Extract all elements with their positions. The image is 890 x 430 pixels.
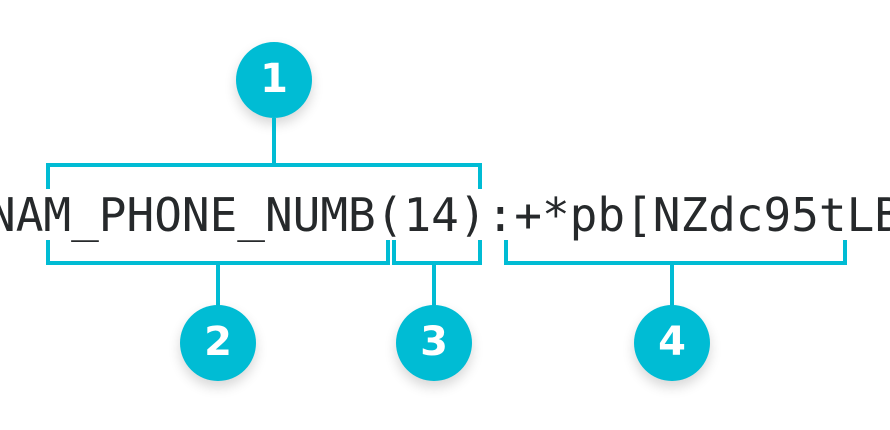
callout-badge-3[interactable]: 3: [396, 305, 472, 381]
callout-badge-1-label: 1: [260, 56, 288, 102]
bracket-4-horizontal: [504, 261, 847, 265]
bracket-3-horizontal: [392, 261, 482, 265]
string-segment-field-name: NAM_PHONE_NUMB: [0, 188, 376, 242]
bracket-2-left-tick: [46, 240, 50, 265]
bracket-4-left-tick: [504, 240, 508, 265]
bracket-2-right-tick: [386, 240, 390, 265]
bracket-1-right-tick: [478, 163, 482, 189]
string-segment-separator: :: [486, 188, 515, 242]
callout-4-stem: [670, 261, 674, 307]
callout-badge-4-label: 4: [658, 319, 686, 365]
bracket-3-right-tick: [478, 240, 482, 265]
callout-3-stem: [432, 261, 436, 307]
bracket-3-left-tick: [392, 240, 396, 265]
callout-badge-3-label: 3: [420, 319, 448, 365]
callout-badge-2[interactable]: 2: [180, 305, 256, 381]
string-segment-length: (14): [375, 188, 487, 242]
bracket-4-right-tick: [843, 240, 847, 265]
bracket-1-horizontal: [46, 163, 482, 167]
callout-badge-2-label: 2: [204, 319, 232, 365]
callout-2-stem: [216, 261, 220, 307]
callout-1-stem: [272, 118, 276, 167]
callout-badge-1[interactable]: 1: [236, 42, 312, 118]
annotated-string: NAM_PHONE_NUMB (14) : +*pb[NZdc95tLB: [0, 185, 890, 245]
bracket-1-left-tick: [46, 163, 50, 189]
callout-badge-4[interactable]: 4: [634, 305, 710, 381]
string-segment-value: +*pb[NZdc95tLB: [514, 188, 890, 242]
